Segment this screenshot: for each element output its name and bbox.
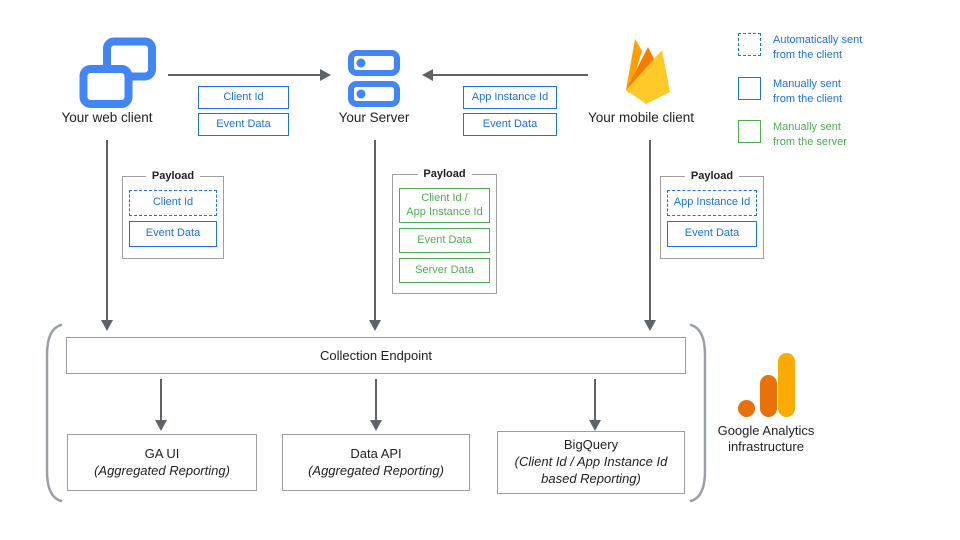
- legend-label: Manually sent from the server: [773, 121, 847, 148]
- chip-event-data: Event Data: [198, 113, 289, 136]
- arrow-server-down-head: [369, 320, 381, 331]
- arrow-mobile-to-server-line: [433, 74, 588, 76]
- output-subtitle: (Aggregated Reporting): [94, 462, 230, 478]
- arrow-web-to-server-head: [320, 69, 331, 81]
- legend-label: Manually sent from the client: [773, 78, 843, 105]
- bracket-right: [689, 323, 707, 503]
- legend-item-auto-client: Automatically sent from the client: [738, 33, 948, 63]
- output-title: Data API: [350, 445, 402, 461]
- payload-chip-client-or-app-id: Client Id / App Instance Id: [399, 188, 490, 223]
- arrow-web-down-line: [106, 140, 108, 321]
- payload-chip-event-data: Event Data: [399, 228, 490, 253]
- arrow-web-to-server-line: [168, 74, 320, 76]
- payload-chip-server-data: Server Data: [399, 258, 490, 283]
- arrow-mobile-down-head: [644, 320, 656, 331]
- arrow-web-down-head: [101, 320, 113, 331]
- payload-title: Payload: [417, 168, 472, 180]
- payload-title: Payload: [684, 170, 740, 182]
- chip-client-id: Client Id: [198, 86, 289, 109]
- mobile-client-label: Your mobile client: [587, 110, 695, 125]
- server-label: Your Server: [338, 110, 410, 125]
- web-client-icon: [79, 37, 156, 108]
- arrow-server-down-line: [374, 140, 376, 321]
- payload-title: Payload: [145, 170, 201, 182]
- google-analytics-logo: [738, 353, 795, 417]
- arrow-endpoint-dataapi-head: [370, 420, 382, 431]
- arrow-endpoint-bigquery-head: [589, 420, 601, 431]
- output-box-ga-ui: GA UI (Aggregated Reporting): [67, 434, 257, 491]
- collection-endpoint-box: Collection Endpoint: [66, 337, 686, 374]
- output-subtitle: (Client Id / App Instance Id based Repor…: [514, 454, 668, 486]
- bracket-left: [45, 323, 63, 503]
- output-box-data-api: Data API (Aggregated Reporting): [282, 434, 470, 491]
- arrow-endpoint-bigquery-line: [594, 379, 596, 421]
- legend-item-manual-server: Manually sent from the server: [738, 120, 948, 150]
- infrastructure-caption: Google Analytics infrastructure: [717, 423, 815, 455]
- chip-event-data: Event Data: [463, 113, 557, 136]
- arrow-mobile-to-server-head: [422, 69, 433, 81]
- legend-swatch-solid-blue: [738, 77, 761, 100]
- arrow-endpoint-dataapi-line: [375, 379, 377, 421]
- legend-label: Automatically sent from the client: [773, 34, 863, 61]
- arrow-endpoint-gaui-line: [160, 379, 162, 421]
- legend-swatch-dashed-blue: [738, 33, 761, 56]
- arrow-mobile-down-line: [649, 140, 651, 321]
- payload-chip-client-id: Client Id: [129, 190, 217, 216]
- payload-chip-app-instance-id: App Instance Id: [667, 190, 757, 216]
- collection-endpoint-label: Collection Endpoint: [319, 348, 433, 363]
- payload-web: Payload Client Id Event Data: [122, 170, 224, 259]
- payload-mobile: Payload App Instance Id Event Data: [660, 170, 764, 259]
- output-title: GA UI: [144, 445, 180, 461]
- arrow-endpoint-gaui-head: [155, 420, 167, 431]
- web-client-label: Your web client: [61, 110, 153, 125]
- legend-item-manual-client: Manually sent from the client: [738, 77, 948, 107]
- payload-server: Payload Client Id / App Instance Id Even…: [392, 168, 497, 294]
- server-icon: [348, 50, 400, 107]
- legend-swatch-solid-green: [738, 120, 761, 143]
- output-title: BigQuery: [563, 437, 619, 453]
- payload-chip-event-data: Event Data: [129, 221, 217, 247]
- output-box-bigquery: BigQuery (Client Id / App Instance Id ba…: [497, 431, 685, 494]
- output-subtitle: (Aggregated Reporting): [308, 462, 444, 478]
- payload-chip-event-data: Event Data: [667, 221, 757, 247]
- firebase-icon: [626, 39, 670, 104]
- chip-app-instance-id: App Instance Id: [463, 86, 557, 109]
